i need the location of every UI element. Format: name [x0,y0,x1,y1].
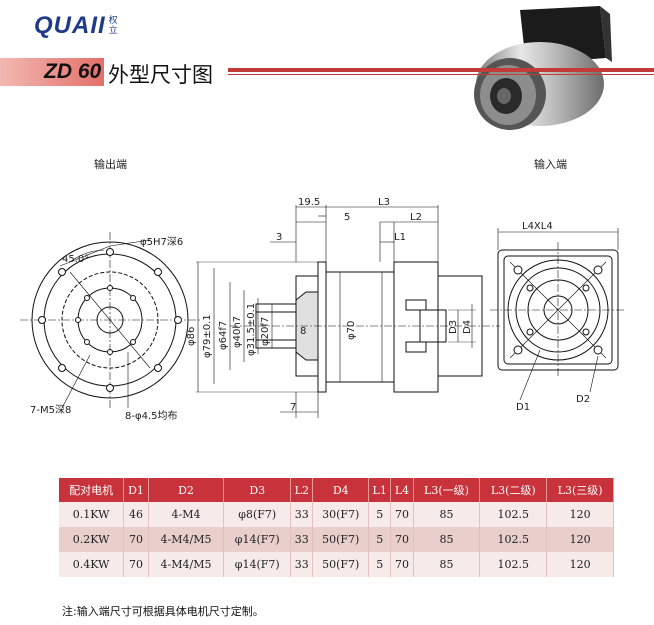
table-cell: 4-M4 [148,502,225,527]
table-cell: 102.5 [479,527,548,552]
col-header: D1 [123,478,149,502]
brand-logo: QUAII 权立 [34,12,121,40]
title-rule [228,68,654,72]
logo-text: QUAII [34,12,106,39]
dim-phi86: φ86 [186,327,197,346]
table-cell: 33 [290,527,314,552]
table-cell: 4-M4/M5 [148,527,225,552]
table-cell: 102.5 [479,502,548,527]
col-header: 配对电机 [59,478,125,502]
table-cell: 50(F7) [312,552,370,577]
page-title: 外型尺寸图 [108,63,213,87]
dim-phi20: φ20f7 [260,317,271,346]
logo-cn: 权立 [108,16,118,36]
dim-5: 5 [344,212,350,223]
dim-D4: D4 [462,320,473,334]
dim-phi70: φ70 [346,321,357,340]
table-cell: φ14(F7) [223,552,292,577]
table-cell: 70 [123,552,149,577]
table-cell: 120 [546,502,614,527]
col-header: L3(二级) [479,478,548,502]
table-cell: 70 [390,502,414,527]
col-header: D2 [148,478,225,502]
col-header: D4 [312,478,370,502]
spec-table: 配对电机 D1 D2 D3 L2 D4 L1 L4 L3(一级) L3(二级) … [59,478,614,577]
footnote: 注:输入端尺寸可根据具体电机尺寸定制。 [62,605,264,618]
table-cell: 0.1KW [59,502,125,527]
table-cell: 30(F7) [312,502,370,527]
title-bar: ZD 60 外型尺寸图 [0,58,654,87]
table-cell: 46 [123,502,149,527]
table-header-row: 配对电机 D1 D2 D3 L2 D4 L1 L4 L3(一级) L3(二级) … [59,478,614,502]
table-cell: 85 [413,527,481,552]
table-row: 0.2KW 70 4-M4/M5 φ14(F7) 33 50(F7) 5 70 … [59,527,614,552]
table-cell: φ8(F7) [223,502,292,527]
dim-m5: 7-M5深8 [30,404,71,416]
col-header: L3(三级) [546,478,614,502]
dim-phi31: φ31.5±0.1 [246,303,257,356]
dim-keyway: φ5H7深6 [140,236,183,248]
table-cell: 5 [368,527,392,552]
output-end-view [20,232,200,409]
table-cell: 85 [413,502,481,527]
table-cell: 70 [123,527,149,552]
title-rule-thin [228,74,654,75]
table-row: 0.4KW 70 4-M4/M5 φ14(F7) 33 50(F7) 5 70 … [59,552,614,577]
table-cell: 5 [368,552,392,577]
table-cell: 0.4KW [59,552,125,577]
dim-L4XL4: L4XL4 [522,221,553,232]
table-row: 0.1KW 46 4-M4 φ8(F7) 33 30(F7) 5 70 85 1… [59,502,614,527]
col-header: L3(一级) [413,478,481,502]
col-header: L1 [368,478,392,502]
output-end-label: 输出端 [94,158,127,171]
side-section-view [196,205,500,418]
dim-key8: 8 [300,326,306,337]
dim-7: 7 [290,402,296,413]
table-cell: 5 [368,502,392,527]
col-header: D3 [223,478,292,502]
dim-L1: L1 [394,232,406,243]
table-cell: φ14(F7) [223,527,292,552]
dim-phi64: φ64f7 [218,321,229,350]
dim-phi40: φ40h7 [232,316,243,348]
table-cell: 33 [290,552,314,577]
title-accent [0,58,104,86]
table-cell: 102.5 [479,552,548,577]
table-cell: 120 [546,552,614,577]
dim-L2: L2 [410,212,422,223]
dim-D2: D2 [576,394,590,405]
table-cell: 70 [390,527,414,552]
col-header: L4 [390,478,414,502]
dim-L3: L3 [378,197,390,208]
table-cell: 0.2KW [59,527,125,552]
dim-angle: 45.0° [62,254,89,265]
input-end-view [490,228,626,401]
dim-D1: D1 [516,402,530,413]
table-cell: 50(F7) [312,527,370,552]
dim-D3: D3 [448,320,459,334]
dim-phi79: φ79±0.1 [202,314,213,358]
table-cell: 120 [546,527,614,552]
model-number: ZD 60 [44,60,102,83]
table-cell: 70 [390,552,414,577]
dim-19-5: 19.5 [298,197,320,208]
input-end-label: 输入端 [534,158,567,171]
dim-3: 3 [276,232,282,243]
col-header: L2 [290,478,314,502]
dim-holes: 8-φ4.5均布 [125,410,177,422]
table-cell: 4-M4/M5 [148,552,225,577]
table-cell: 33 [290,502,314,527]
table-cell: 85 [413,552,481,577]
